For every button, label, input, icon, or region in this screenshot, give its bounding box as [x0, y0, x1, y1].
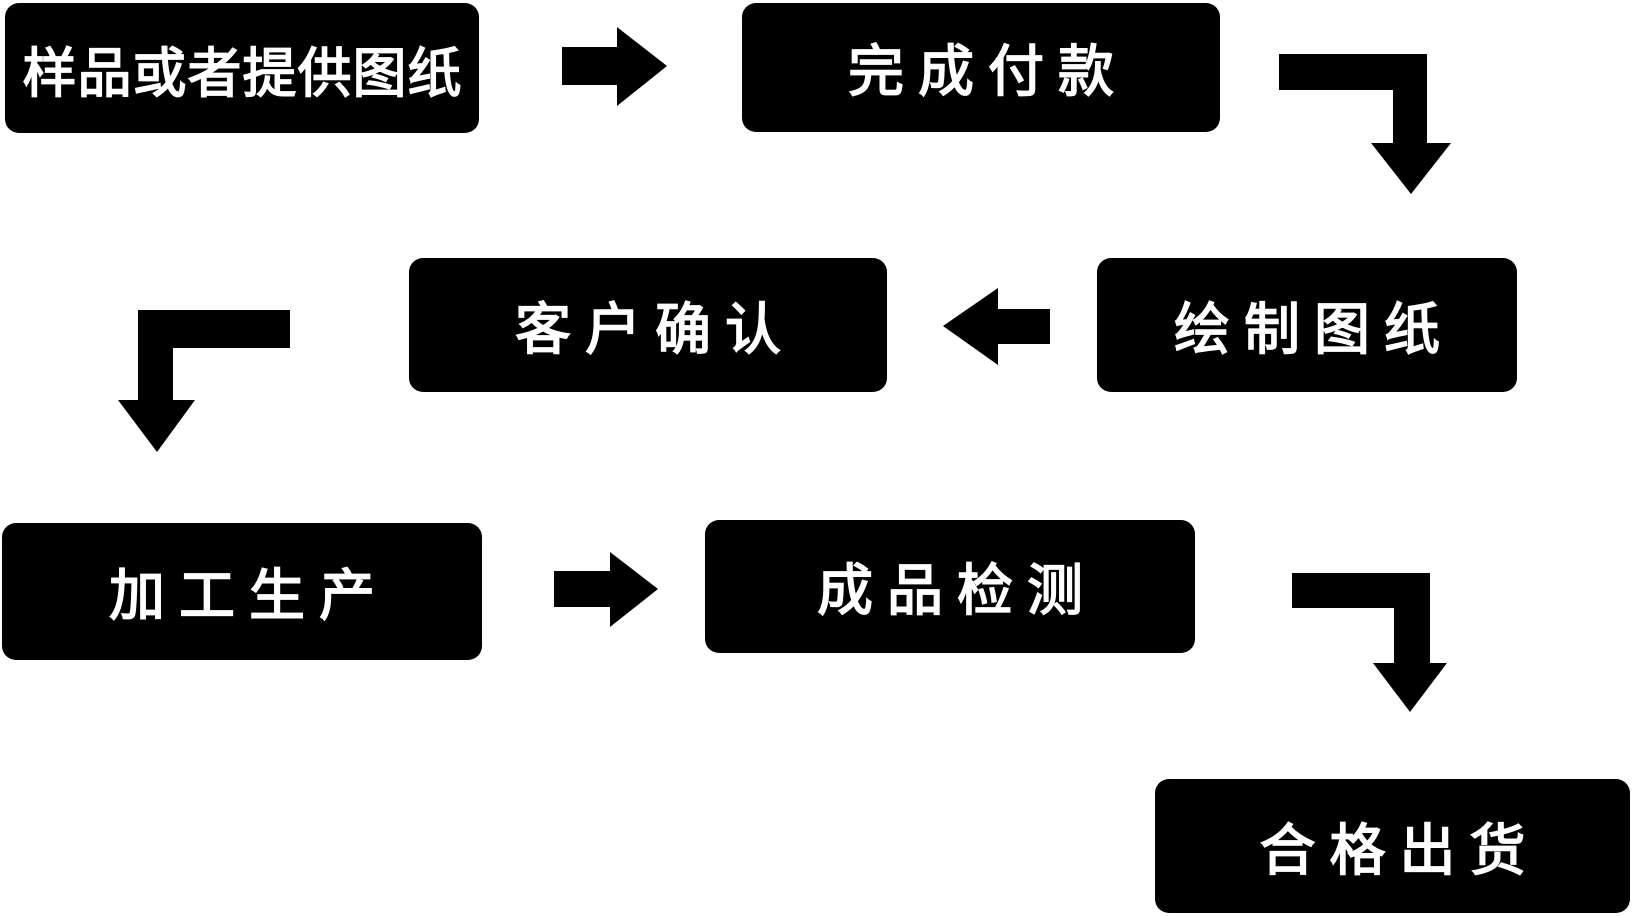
flow-node-processing-production: 加工生产: [2, 523, 482, 660]
flow-node-customer-confirm: 客户确认: [409, 258, 887, 392]
flow-node-label: 完成付款: [848, 40, 1128, 103]
elbow-down-arrow-icon: [1279, 54, 1451, 194]
flow-node-sample-or-drawing: 样品或者提供图纸: [5, 3, 479, 133]
flow-node-complete-payment: 完成付款: [742, 3, 1220, 132]
flow-node-product-inspection: 成品检测: [705, 520, 1195, 653]
right-arrow-icon: [554, 552, 658, 627]
elbow-down-arrow-icon: [1292, 573, 1447, 712]
flow-node-label: 样品或者提供图纸: [22, 43, 463, 104]
flow-node-qualified-shipment: 合格出货: [1155, 779, 1630, 913]
flow-node-label: 成品检测: [817, 559, 1097, 622]
left-arrow-icon: [943, 288, 1050, 365]
flow-node-draw-drawing: 绘制图纸: [1097, 258, 1517, 392]
elbow-down-arrow-icon: [118, 310, 290, 452]
flow-node-label: 客户确认: [515, 297, 795, 361]
flow-node-label: 加工生产: [109, 564, 389, 627]
flow-node-label: 合格出货: [1259, 818, 1540, 882]
right-arrow-icon: [562, 27, 667, 106]
flow-node-label: 绘制图纸: [1174, 297, 1454, 361]
